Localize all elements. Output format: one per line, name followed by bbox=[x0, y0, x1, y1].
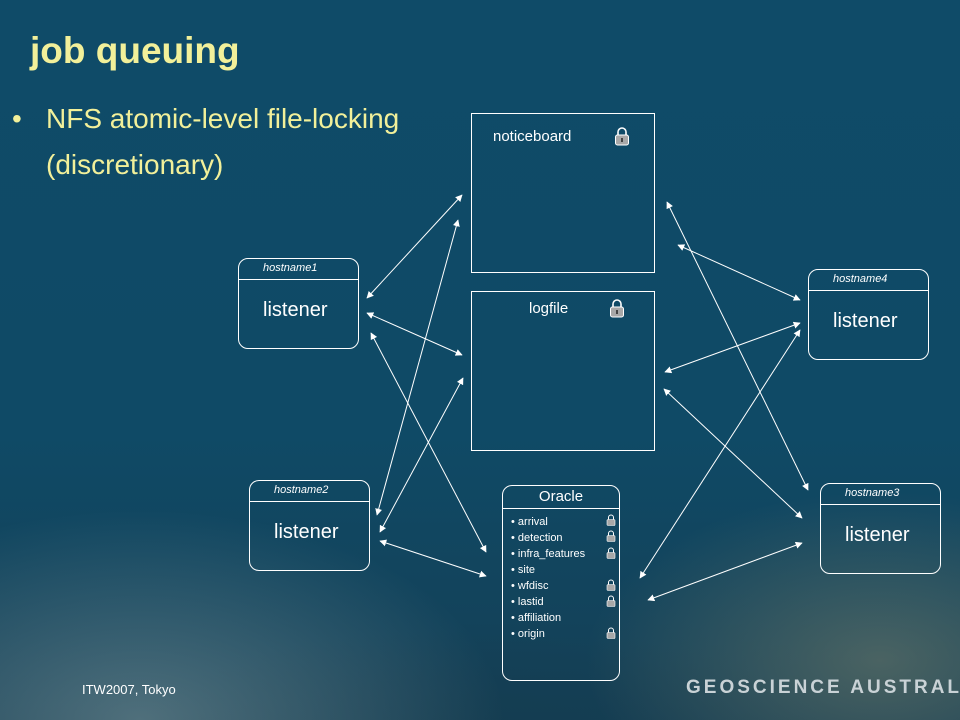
infra-features-lock-icon bbox=[606, 547, 616, 559]
arrow-h2-oracle bbox=[379, 539, 487, 578]
bullet-text-line2: (discretionary) bbox=[46, 149, 224, 180]
arrow-h3-noticeboard bbox=[666, 201, 809, 491]
footer-conference: ITW2007, Tokyo bbox=[82, 682, 176, 697]
slide-title: job queuing bbox=[30, 30, 240, 71]
listener2-label: listener bbox=[274, 521, 339, 543]
oracle-table-wfdisc: • wfdisc bbox=[511, 580, 549, 592]
hostname3-label: hostname3 bbox=[845, 487, 900, 499]
noticeboard-label: noticeboard bbox=[493, 128, 572, 145]
oracle-table-list: • arrival • detection • infra_features •… bbox=[511, 514, 585, 642]
oracle-table-lastid: • lastid bbox=[511, 596, 544, 608]
listener-hostname3: hostname3 listener bbox=[820, 483, 941, 574]
arrow-h4-oracle bbox=[639, 329, 801, 579]
bullet-text-line1: NFS atomic-level file-locking bbox=[46, 103, 400, 134]
oracle-table-arrival: • arrival bbox=[511, 516, 548, 528]
lastid-lock-icon bbox=[606, 595, 616, 607]
arrow-h3-oracle bbox=[647, 541, 803, 602]
noticeboard-lock-icon bbox=[615, 127, 629, 146]
oracle-table-affiliation: • affiliation bbox=[511, 612, 562, 624]
logfile-lock-icon bbox=[610, 299, 624, 318]
hostname2-label: hostname2 bbox=[274, 484, 329, 496]
origin-lock-icon bbox=[606, 627, 616, 639]
oracle-title: Oracle bbox=[538, 488, 584, 505]
arrow-h2-logfile bbox=[379, 377, 464, 533]
arrival-lock-icon bbox=[606, 514, 616, 526]
footer-logo-text: GEOSCIENCE AUSTRALIA bbox=[686, 677, 960, 698]
wfdisc-lock-icon bbox=[606, 579, 616, 591]
oracle-table-infra-features: • infra_features bbox=[511, 548, 586, 560]
oracle-database: Oracle • arrival • detection • infra_fea… bbox=[502, 485, 620, 681]
listener-hostname1: hostname1 listener bbox=[238, 258, 359, 349]
hostname1-label: hostname1 bbox=[263, 262, 318, 274]
noticeboard-box bbox=[471, 113, 655, 273]
listener4-label: listener bbox=[833, 310, 898, 332]
bullet-symbol: • bbox=[12, 103, 22, 134]
listener3-label: listener bbox=[845, 524, 910, 546]
oracle-table-origin: • origin bbox=[511, 628, 545, 640]
arrow-h4-logfile bbox=[664, 321, 801, 374]
hostname4-label: hostname4 bbox=[833, 273, 888, 285]
listener1-label: listener bbox=[263, 299, 328, 321]
arrow-h1-noticeboard bbox=[366, 194, 463, 299]
arrow-h3-logfile bbox=[663, 388, 803, 519]
oracle-table-site: • site bbox=[511, 564, 536, 576]
listener-hostname2: hostname2 listener bbox=[249, 480, 370, 571]
listener-hostname4: hostname4 listener bbox=[808, 269, 929, 360]
detection-lock-icon bbox=[606, 530, 616, 542]
logfile-label: logfile bbox=[529, 300, 569, 317]
arrow-h4-noticeboard bbox=[677, 244, 801, 301]
oracle-table-detection: • detection bbox=[511, 532, 563, 544]
arrow-h1-logfile bbox=[366, 312, 463, 356]
